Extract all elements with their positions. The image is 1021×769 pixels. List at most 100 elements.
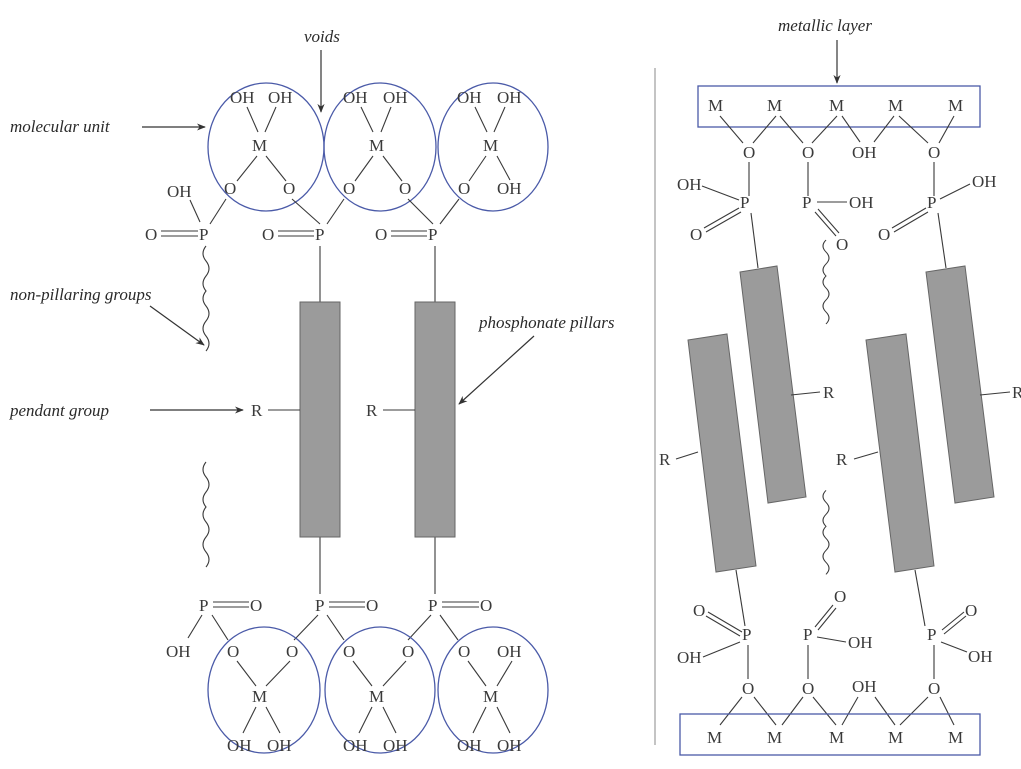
phosphorus-label: P bbox=[199, 596, 208, 615]
phosphorus-label: P bbox=[803, 625, 812, 644]
hydroxyl-label: OH bbox=[852, 143, 877, 162]
oxygen-label: O bbox=[224, 179, 236, 198]
oxygen-label: O bbox=[928, 143, 940, 162]
metal-label: M bbox=[767, 728, 782, 747]
oxygen-label: O bbox=[802, 143, 814, 162]
hydroxyl-label: OH bbox=[677, 648, 702, 667]
top-right-phosphonates: OH P O P OH O P OH O bbox=[677, 172, 997, 254]
metal-label: M bbox=[948, 728, 963, 747]
hydroxyl-label: OH bbox=[457, 736, 482, 755]
oxygen-label: O bbox=[145, 225, 157, 244]
phosphorus-label: P bbox=[428, 225, 437, 244]
oxygen-label: O bbox=[878, 225, 890, 244]
hydroxyl-label: OH bbox=[383, 736, 408, 755]
oxygen-label: O bbox=[834, 587, 846, 606]
non-pillaring-groups-label: non-pillaring groups bbox=[10, 285, 152, 304]
metallic-layer-bottom bbox=[679, 713, 981, 756]
r-group-label: R bbox=[366, 401, 378, 420]
hydroxyl-label: OH bbox=[166, 642, 191, 661]
oxygen-label: O bbox=[802, 679, 814, 698]
oxygen-label: O bbox=[458, 179, 470, 198]
metal-label: M bbox=[948, 96, 963, 115]
hydroxyl-label: OH bbox=[497, 179, 522, 198]
pillar bbox=[414, 301, 456, 538]
bottom-phosphonate-groups: P O OH P O P O bbox=[166, 596, 492, 661]
right-panel: metallic layer M M M M M O O OH O OH P O… bbox=[659, 16, 1021, 756]
non-pillaring-chain bbox=[202, 461, 210, 568]
hydroxyl-label: OH bbox=[968, 647, 993, 666]
hydroxyl-label: OH bbox=[343, 736, 368, 755]
hydroxyl-label: OH bbox=[167, 182, 192, 201]
top-layer-atoms: M M M M M O O OH O bbox=[708, 96, 963, 196]
molecular-unit-label: molecular unit bbox=[10, 117, 111, 136]
oxygen-label: O bbox=[343, 179, 355, 198]
oxygen-label: O bbox=[480, 596, 492, 615]
hydroxyl-label: OH bbox=[497, 642, 522, 661]
phosphorus-label: P bbox=[199, 225, 208, 244]
r-group-label: R bbox=[659, 450, 671, 469]
hydroxyl-label: OH bbox=[497, 736, 522, 755]
r-group-label: R bbox=[823, 383, 835, 402]
hydroxyl-label: OH bbox=[230, 88, 255, 107]
metal-label: M bbox=[252, 687, 267, 706]
tilted-pillars: R R R R bbox=[659, 212, 1021, 627]
metal-label: M bbox=[252, 136, 267, 155]
metallic-layer-label: metallic layer bbox=[778, 16, 872, 35]
non-pillaring-chain bbox=[822, 239, 830, 325]
metallic-layer-top bbox=[697, 85, 981, 128]
metal-label: M bbox=[483, 687, 498, 706]
hydroxyl-label: OH bbox=[457, 88, 482, 107]
oxygen-label: O bbox=[743, 143, 755, 162]
hydroxyl-label: OH bbox=[852, 677, 877, 696]
annotations: voids molecular unit non-pillaring group… bbox=[9, 27, 615, 420]
phosphorus-label: P bbox=[315, 596, 324, 615]
oxygen-label: O bbox=[366, 596, 378, 615]
oxygen-label: O bbox=[836, 235, 848, 254]
hydroxyl-label: OH bbox=[267, 736, 292, 755]
phosphorus-label: P bbox=[740, 193, 749, 212]
non-pillaring-chain bbox=[822, 489, 830, 575]
oxygen-label: O bbox=[343, 642, 355, 661]
left-panel: OH OH M O O OH OH M O O OH OH M O OH OH … bbox=[9, 27, 615, 755]
hydroxyl-label: OH bbox=[848, 633, 873, 652]
pillar bbox=[865, 333, 935, 573]
phosphonate-pillars: R R bbox=[251, 246, 456, 594]
pillar bbox=[299, 301, 341, 538]
non-pillaring-chain bbox=[202, 245, 210, 352]
phosphorus-label: P bbox=[802, 193, 811, 212]
molecular-unit-outline bbox=[324, 626, 436, 754]
metal-label: M bbox=[829, 728, 844, 747]
phosphorus-label: P bbox=[742, 625, 751, 644]
oxygen-label: O bbox=[402, 642, 414, 661]
oxygen-label: O bbox=[965, 601, 977, 620]
r-group-label: R bbox=[836, 450, 848, 469]
oxygen-label: O bbox=[693, 601, 705, 620]
metal-label: M bbox=[888, 728, 903, 747]
hydroxyl-label: OH bbox=[677, 175, 702, 194]
oxygen-label: O bbox=[286, 642, 298, 661]
hydroxyl-label: OH bbox=[227, 736, 252, 755]
pendant-group-label: pendant group bbox=[9, 401, 109, 420]
r-group-label: R bbox=[1012, 383, 1021, 402]
metal-label: M bbox=[369, 687, 384, 706]
hydroxyl-label: OH bbox=[383, 88, 408, 107]
bottom-layer-atoms: O O OH O M M M M M bbox=[707, 677, 963, 747]
pillar bbox=[687, 333, 757, 573]
oxygen-label: O bbox=[690, 225, 702, 244]
oxygen-label: O bbox=[742, 679, 754, 698]
top-molecular-units: OH OH M O O OH OH M O O OH OH M O OH bbox=[207, 82, 549, 212]
metal-label: M bbox=[829, 96, 844, 115]
oxygen-label: O bbox=[458, 642, 470, 661]
bottom-molecular-units: O O M OH OH O O M OH OH O OH M OH OH bbox=[207, 626, 549, 755]
phosphorus-label: P bbox=[927, 625, 936, 644]
oxygen-label: O bbox=[262, 225, 274, 244]
metal-label: M bbox=[767, 96, 782, 115]
r-group-label: R bbox=[251, 401, 263, 420]
metal-label: M bbox=[708, 96, 723, 115]
oxygen-label: O bbox=[399, 179, 411, 198]
pillar bbox=[739, 265, 807, 504]
hydroxyl-label: OH bbox=[343, 88, 368, 107]
top-phosphonate-groups: OH P O P O P O bbox=[145, 182, 460, 244]
phosphorus-label: P bbox=[315, 225, 324, 244]
